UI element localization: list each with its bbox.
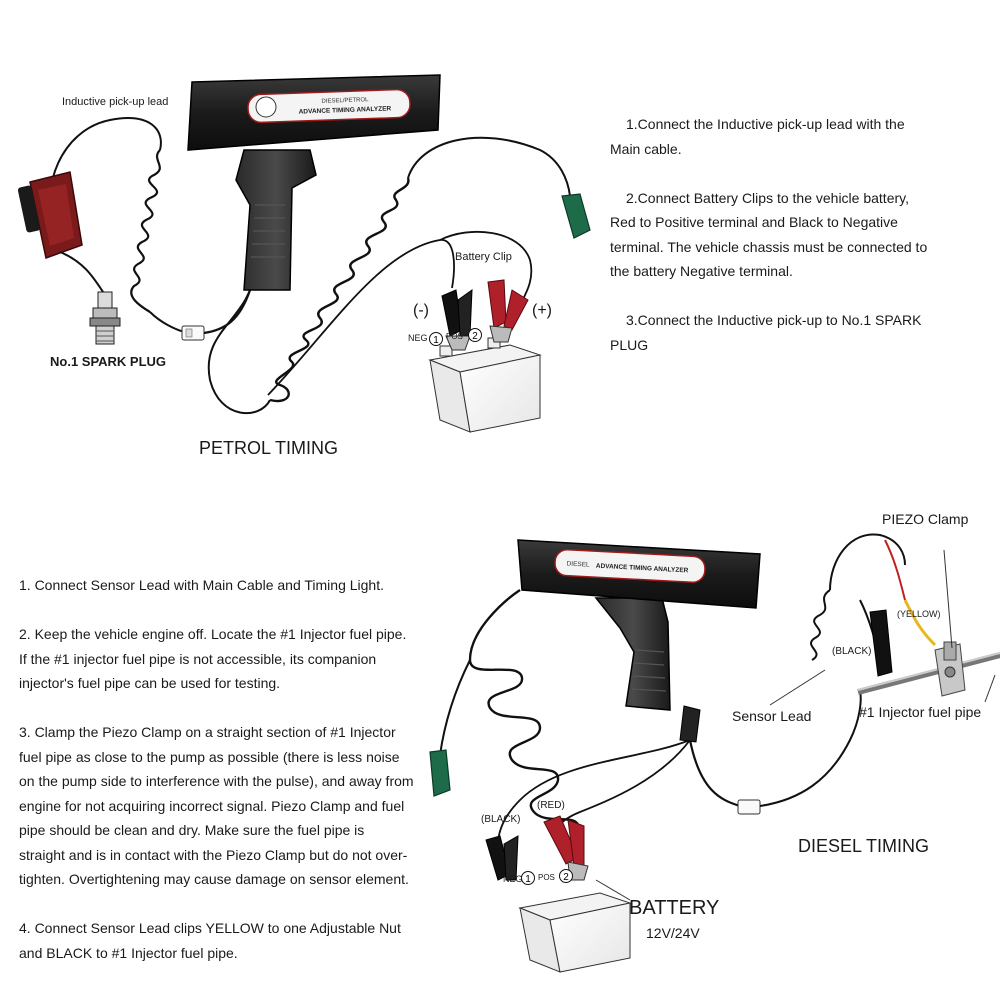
diesel-step-3-line-5: pipe should be clean and dry. Make sure … xyxy=(19,822,365,838)
diesel-neg-number: 1 xyxy=(525,874,531,885)
diesel-diagram: 1 2 DIESEL ADVANCE TIMING ANALYZER xyxy=(429,533,1000,973)
diesel-device-name: ADVANCE TIMING ANALYZER xyxy=(596,563,689,575)
spark-plug-icon xyxy=(89,291,121,345)
diesel-battery-icon xyxy=(518,892,632,973)
inductive-lead-label: Inductive pick-up lead xyxy=(62,96,169,108)
battery-clip-label: Battery Clip xyxy=(455,251,512,263)
injector-pipe-label: #1 Injector fuel pipe xyxy=(859,704,982,720)
diesel-neg-label: NEG xyxy=(503,874,523,884)
diesel-step-3-line-3: on the pump side to interference with th… xyxy=(19,773,414,789)
diesel-black-clip-label: (BLACK) xyxy=(481,814,521,825)
diesel-step-2-line-3: injector's fuel pipe can be used for tes… xyxy=(19,675,281,691)
diesel-red-clip-label: (RED) xyxy=(537,800,565,811)
petrol-device-brand: DIESEL/PETROL xyxy=(321,97,369,105)
sensor-lead-cable xyxy=(759,689,862,807)
petrol-step-2-line-2: Red to Positive terminal and Black to Ne… xyxy=(610,214,898,230)
piezo-leader-line xyxy=(943,549,953,649)
petrol-diagram: 1 2 DIESEL/PETROL ADVANCE TIMING ANALYZE… xyxy=(17,74,591,433)
petrol-steps: 1.Connect the Inductive pick-up lead wit… xyxy=(610,112,990,357)
diesel-step-3-line-7: tighten. Overtightening may cause damage… xyxy=(19,871,409,887)
battery-cable-red xyxy=(439,230,533,306)
diesel-main-cable xyxy=(688,739,741,808)
sensor-connector xyxy=(737,799,761,815)
diesel-pos-number: 2 xyxy=(563,872,569,883)
positive-symbol-label: (+) xyxy=(532,302,552,319)
sensor-black-clip xyxy=(869,609,893,677)
diesel-step-3-line-2: fuel pipe as close to the pump as possib… xyxy=(19,748,400,765)
sensor-yellow-wire xyxy=(903,599,937,647)
piezo-clamp xyxy=(934,641,966,697)
petrol-neg-number: 1 xyxy=(433,335,439,346)
piezo-clamp-label: PIEZO Clamp xyxy=(882,511,969,527)
device-logo-icon xyxy=(255,96,277,118)
petrol-step-2-line-1: 2.Connect Battery Clips to the vehicle b… xyxy=(626,189,909,206)
green-clip xyxy=(561,193,591,239)
petrol-timing-title: PETROL TIMING xyxy=(199,438,339,458)
petrol-pos-number: 2 xyxy=(472,331,478,342)
petrol-step-1-line-1: 1.Connect the Inductive pick-up lead wit… xyxy=(626,116,905,132)
diesel-step-4-line-1: 4. Connect Sensor Lead clips YELLOW to o… xyxy=(19,920,401,936)
diesel-black-cable xyxy=(497,739,691,846)
black-battery-clip xyxy=(441,288,473,351)
petrol-step-3-line-1: 3.Connect the Inductive pick-up to No.1 … xyxy=(626,312,922,328)
pickup-coiled-lead xyxy=(130,149,161,313)
diesel-green-clip xyxy=(429,749,451,797)
neg-marker-1 xyxy=(429,332,443,346)
sensor-black-label: (BLACK) xyxy=(832,646,872,657)
sensor-lead-leader-line xyxy=(769,669,826,706)
diesel-steps: 1. Connect Sensor Lead with Main Cable a… xyxy=(19,573,439,965)
spark-plug-wire xyxy=(59,251,106,296)
petrol-step-2-line-3: terminal. The vehicle chassis must be co… xyxy=(610,238,928,255)
sensor-wire-top xyxy=(829,533,906,591)
battery-leader-line xyxy=(595,879,631,901)
sensor-red-wire xyxy=(884,539,906,601)
red-battery-clip xyxy=(487,279,529,343)
diesel-timing-light: DIESEL ADVANCE TIMING ANALYZER xyxy=(517,539,761,743)
diesel-device-brand: DIESEL xyxy=(566,560,590,568)
diesel-step-4-line-2: and BLACK to #1 Injector fuel pipe. xyxy=(19,944,238,961)
battery-cable-black xyxy=(267,239,455,396)
petrol-device-name: ADVANCE TIMING ANALYZER xyxy=(299,105,392,115)
diesel-step-2-line-1: 2. Keep the vehicle engine off. Locate t… xyxy=(19,626,407,642)
yellow-wire-label: (YELLOW) xyxy=(897,609,941,619)
battery-voltage-label: 12V/24V xyxy=(646,925,700,941)
sensor-lead-label: Sensor Lead xyxy=(732,708,812,724)
petrol-step-2-line-4: the battery Negative terminal. xyxy=(610,263,793,279)
main-coiled-cable xyxy=(269,177,410,403)
inductive-pickup-clamp xyxy=(17,171,83,259)
negative-symbol-label: (-) xyxy=(413,302,429,319)
diesel-red-battery-clip xyxy=(543,815,589,881)
sensor-black-coil xyxy=(810,589,831,661)
pos-marker-2 xyxy=(468,328,482,342)
petrol-pos-label: POS xyxy=(446,332,463,341)
spark-plug-label: No.1 SPARK PLUG xyxy=(50,354,167,369)
diesel-step-3-line-4: engine for not acquiring incorrect signa… xyxy=(19,797,405,814)
diesel-black-battery-clip xyxy=(485,835,519,881)
petrol-step-1-line-2: Main cable. xyxy=(610,140,682,157)
diesel-step-3-line-1: 3. Clamp the Piezo Clamp on a straight s… xyxy=(19,724,396,740)
green-clip-cable xyxy=(407,136,571,197)
petrol-battery-icon xyxy=(428,337,542,433)
diesel-green-clip-cable xyxy=(439,659,471,756)
diesel-coiled-cable xyxy=(468,589,580,829)
diesel-step-2-line-2: If the #1 injector fuel pipe is not acce… xyxy=(19,650,377,667)
injector-leader-line xyxy=(984,674,996,703)
diesel-timing-title: DIESEL TIMING xyxy=(798,836,930,856)
diesel-pos-marker xyxy=(559,869,573,883)
petrol-timing-light: DIESEL/PETROL ADVANCE TIMING ANALYZER xyxy=(187,74,441,291)
diesel-step-1-line-1: 1. Connect Sensor Lead with Main Cable a… xyxy=(19,577,384,593)
main-cable-connector xyxy=(181,325,205,341)
main-cable-loop xyxy=(207,269,271,414)
diesel-step-3-line-6: straight and is in contact with the Piez… xyxy=(19,846,408,863)
battery-label: BATTERY xyxy=(629,897,720,919)
diesel-pos-label: POS xyxy=(538,873,555,882)
diesel-red-cable xyxy=(555,739,691,831)
diesel-neg-marker xyxy=(521,871,535,885)
injector-fuel-pipe xyxy=(857,652,1000,695)
petrol-step-3-line-2: PLUG xyxy=(610,336,649,353)
petrol-neg-label: NEG xyxy=(408,333,428,343)
